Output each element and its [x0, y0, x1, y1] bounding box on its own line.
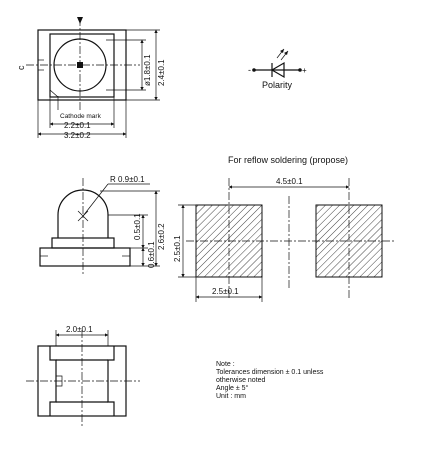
cathode-mark-label: Cathode mark [60, 113, 102, 120]
note-tolerance: Tolerances dimension ± 0.1 unless [216, 369, 324, 376]
note-otherwise: otherwise noted [216, 377, 266, 384]
reflow-footprint: For reflow soldering (propose) 4.5±0.1 2… [173, 155, 395, 302]
dim-base: 0.6±0.1 [147, 241, 156, 268]
dim-dome: 0.5±0.1 [133, 213, 142, 240]
dim-diameter: ø1.8±0.1 [143, 54, 152, 86]
dim-radius: R 0.9±0.1 [110, 175, 145, 184]
dim-pad-height: 2.5±0.1 [173, 235, 182, 262]
polarity-minus: - [248, 65, 251, 75]
side-view-dome [57, 189, 109, 238]
polarity-symbol: - + Polarity [248, 48, 307, 90]
dim-top-height: 2.4±0.1 [157, 59, 166, 86]
note-unit: Unit : mm [216, 393, 246, 400]
dim-inner-width: 2.2±0.1 [64, 121, 91, 130]
reflow-title: For reflow soldering (propose) [228, 155, 348, 165]
note-angle: Angle ± 5° [216, 384, 249, 392]
top-view: c Cathode mark ø1.8±0.1 2.4±0.1 2.2±0.1 … [16, 17, 166, 140]
bottom-view: 2.0±0.1 [26, 325, 140, 428]
notes: Note : Tolerances dimension ± 0.1 unless… [216, 361, 324, 400]
diode-icon [270, 61, 285, 79]
side-view: R 0.9±0.1 0.5±0.1 2.6±0.2 0.6±0.1 [39, 175, 166, 275]
dim-pad-width: 2.5±0.1 [212, 287, 239, 296]
dim-bottom-width: 2.0±0.1 [66, 325, 93, 334]
top-view-body [49, 33, 115, 98]
side-view-base [39, 247, 131, 267]
note-heading: Note : [216, 361, 235, 368]
polarity-plus: + [302, 66, 307, 75]
dim-outer-width: 3.2±0.2 [64, 131, 91, 140]
dim-total-height: 2.6±0.2 [157, 223, 166, 250]
dim-pad-pitch: 4.5±0.1 [276, 177, 303, 186]
polarity-label: Polarity [262, 80, 293, 90]
side-marker: c [16, 65, 26, 70]
